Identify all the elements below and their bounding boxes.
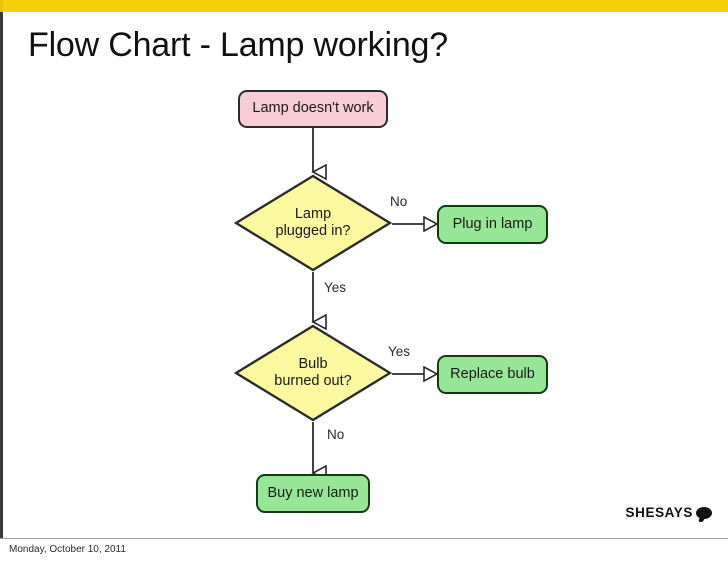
flow-node-decision-burned[interactable]: Bulb burned out? — [234, 324, 392, 422]
flow-node-label: Replace bulb — [450, 365, 535, 382]
flow-node-label: Lamp doesn't work — [252, 100, 374, 117]
flow-node-replace-bulb[interactable]: Replace bulb — [437, 355, 548, 394]
flow-node-label: Plug in lamp — [452, 215, 533, 232]
flow-node-buy-new-lamp[interactable]: Buy new lamp — [256, 474, 370, 513]
slide-accent-bar — [0, 0, 728, 12]
flow-node-decision-plugged[interactable]: Lamp plugged in? — [234, 174, 392, 272]
page-title: Flow Chart - Lamp working? — [28, 26, 448, 64]
flow-node-label-wrap: Bulb burned out? — [234, 324, 392, 422]
slide-left-edge — [0, 0, 3, 538]
diamond-shape — [234, 174, 392, 272]
speech-bubble-icon — [696, 506, 712, 519]
edge-label-burned-no: No — [327, 427, 345, 442]
flowchart-connectors — [0, 128, 728, 538]
brand-name: SHESAYS — [625, 505, 693, 520]
slide: Flow Chart - Lamp working? — [0, 0, 728, 538]
footer-divider — [0, 538, 728, 539]
flow-node-label-wrap: Lamp plugged in? — [234, 174, 392, 272]
edge-label-burned-yes: Yes — [388, 344, 411, 359]
flow-node-label-line1: Lamp — [294, 205, 332, 222]
flow-node-start[interactable]: Lamp doesn't work — [238, 90, 388, 128]
diamond-shape — [234, 324, 392, 422]
edge-label-plugged-yes: Yes — [324, 280, 347, 295]
flow-node-label-line1: Bulb — [298, 355, 328, 372]
flow-node-label: Buy new lamp — [267, 484, 359, 501]
flow-node-label-line2: plugged in? — [275, 223, 351, 239]
flowchart: Lamp doesn't work Lamp plugged in? Plug … — [0, 90, 728, 538]
brand-logo: SHESAYS — [626, 505, 712, 520]
edge-label-plugged-no: No — [390, 194, 408, 209]
flow-node-plug-in-lamp[interactable]: Plug in lamp — [437, 205, 548, 244]
flow-node-label-line2: burned out? — [274, 373, 352, 389]
slide-left-edge-accent — [0, 0, 3, 12]
footer-date: Monday, October 10, 2011 — [9, 544, 126, 555]
